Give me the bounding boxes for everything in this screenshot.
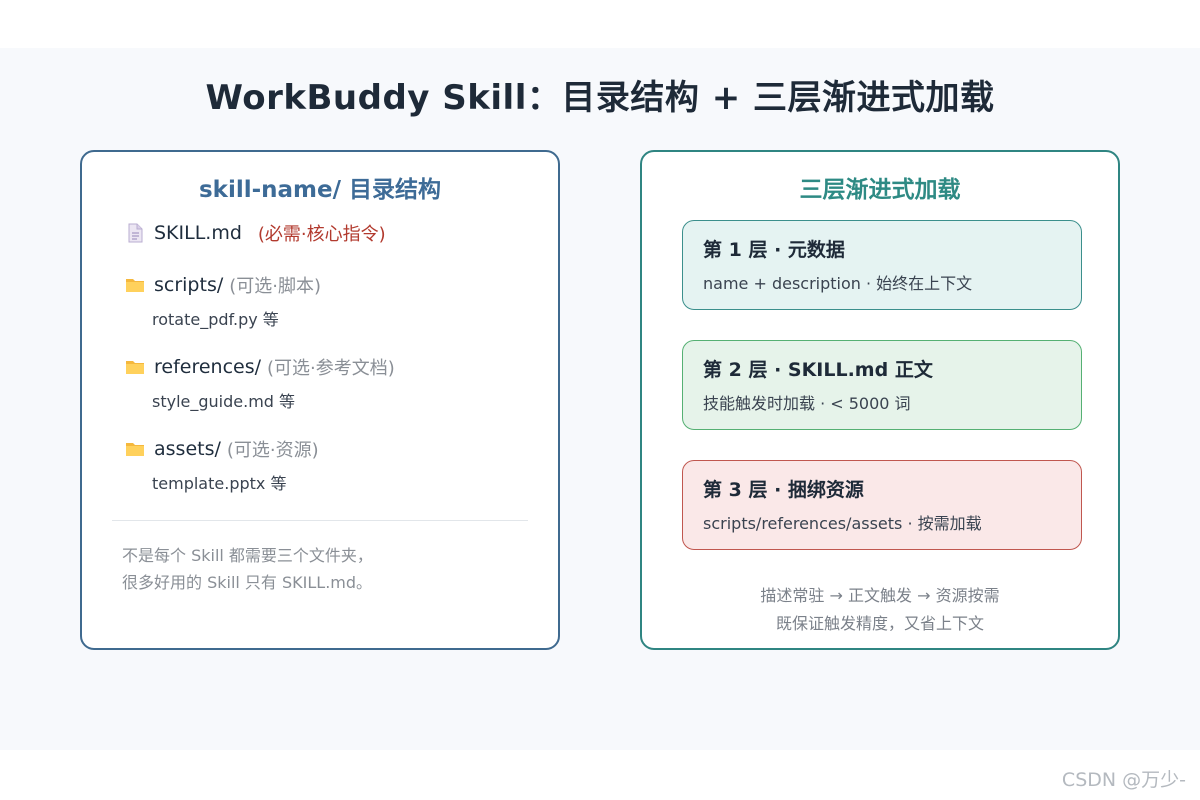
progressive-loading-panel: 三层渐进式加载 第 1 层 · 元数据 name + description ·… xyxy=(640,150,1120,650)
tree-item-scripts: scripts/ (可选·脚本) rotate_pdf.py 等 xyxy=(124,272,321,330)
tree-item-example: rotate_pdf.py 等 xyxy=(152,310,279,329)
layer-description: 技能触发时加载 · < 5000 词 xyxy=(703,394,911,413)
tree-item-name: scripts/ xyxy=(154,274,224,296)
layer-2-box: 第 2 层 · SKILL.md 正文 技能触发时加载 · < 5000 词 xyxy=(682,340,1082,430)
tree-item-note: (可选·参考文档) xyxy=(267,358,395,379)
tree-item-name: references/ xyxy=(154,356,262,378)
layer-3-box: 第 3 层 · 捆绑资源 scripts/references/assets ·… xyxy=(682,460,1082,550)
tree-item-references: references/ (可选·参考文档) style_guide.md 等 xyxy=(124,354,395,412)
tree-item-note: (可选·脚本) xyxy=(229,276,322,297)
summary: 描述常驻 → 正文触发 → 资源按需 既保证触发精度，又省上下文 xyxy=(642,582,1118,638)
folder-icon xyxy=(124,438,146,460)
directory-structure-panel: skill-name/ 目录结构 SKILL.md (必需·核心指令) xyxy=(80,150,560,650)
tree-item-example: style_guide.md 等 xyxy=(152,392,296,411)
tree-item-skill-md: SKILL.md (必需·核心指令) xyxy=(124,220,386,246)
divider xyxy=(112,520,528,521)
summary-line: 描述常驻 → 正文触发 → 资源按需 xyxy=(760,586,1000,605)
tree-item-note: (必需·核心指令) xyxy=(257,224,386,245)
layer-description: scripts/references/assets · 按需加载 xyxy=(703,514,982,533)
footnote: 不是每个 Skill 都需要三个文件夹， 很多好用的 Skill 只有 SKIL… xyxy=(122,542,373,596)
footnote-line: 不是每个 Skill 都需要三个文件夹， xyxy=(122,546,373,565)
tree-item-name: assets/ xyxy=(154,438,221,460)
tree-item-note: (可选·资源) xyxy=(226,440,319,461)
layer-title: 第 3 层 · 捆绑资源 xyxy=(703,479,864,501)
directory-panel-title: skill-name/ 目录结构 xyxy=(198,177,442,203)
tree-item-example: template.pptx 等 xyxy=(152,474,287,493)
loading-panel-title: 三层渐进式加载 xyxy=(799,177,961,203)
layer-description: name + description · 始终在上下文 xyxy=(703,274,973,293)
folder-icon xyxy=(124,356,146,378)
layer-1-box: 第 1 层 · 元数据 name + description · 始终在上下文 xyxy=(682,220,1082,310)
summary-line: 既保证触发精度，又省上下文 xyxy=(775,614,984,633)
layer-title: 第 1 层 · 元数据 xyxy=(703,239,845,261)
tree-item-name: SKILL.md xyxy=(154,222,242,244)
layer-title: 第 2 层 · SKILL.md 正文 xyxy=(703,359,933,381)
page-title: WorkBuddy Skill：目录结构 + 三层渐进式加载 xyxy=(205,78,995,118)
folder-icon xyxy=(124,274,146,296)
watermark: CSDN @万少- xyxy=(1061,769,1186,791)
tree-item-assets: assets/ (可选·资源) template.pptx 等 xyxy=(124,436,319,494)
footnote-line: 很多好用的 Skill 只有 SKILL.md。 xyxy=(122,573,373,592)
file-icon xyxy=(124,222,146,244)
